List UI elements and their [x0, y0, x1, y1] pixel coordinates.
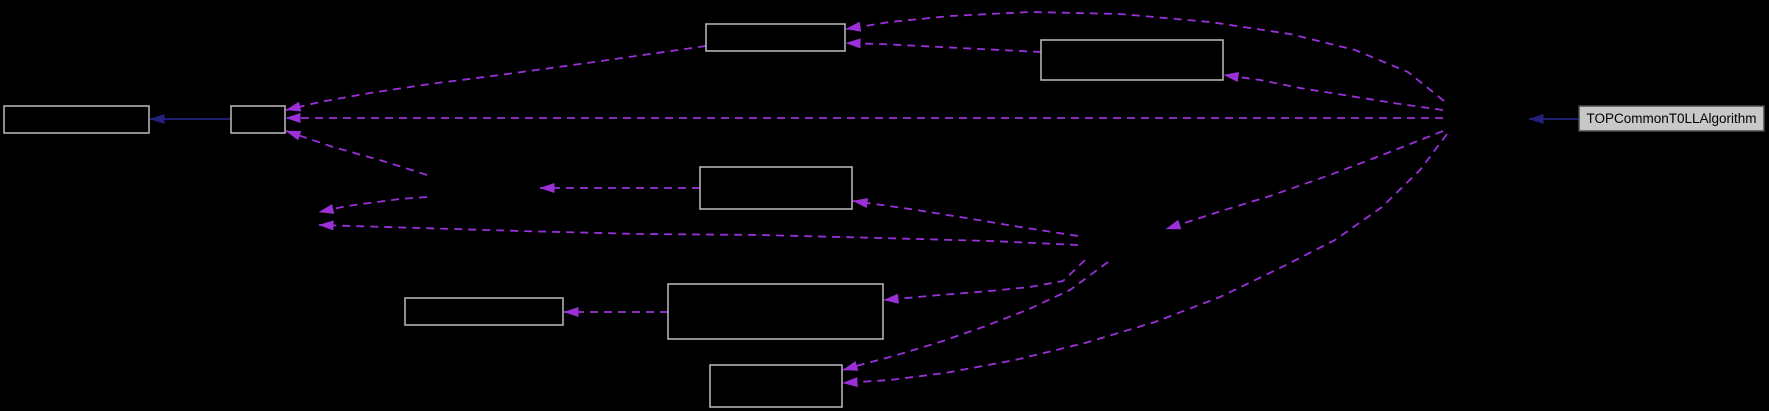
- graph-node-box-bottom[interactable]: [709, 364, 843, 408]
- edge-hub-mid-to-box-small: [285, 130, 428, 176]
- graph-node-box-box-bottom[interactable]: [709, 364, 843, 408]
- edge-upper-right-to-box-top: [845, 38, 1042, 53]
- edge-hub-center-to-lower-large: [883, 259, 1086, 304]
- edge-hub-mid-to-hub-left: [318, 196, 428, 214]
- edge-hub-center-to-hub-left: [318, 220, 1079, 246]
- edge-hub-right-to-hub-center: [1165, 130, 1444, 230]
- graph-node-box-middle[interactable]: [699, 166, 853, 210]
- edge-hub-right-to-box-top: [845, 11, 1445, 102]
- edge-hub-right-to-box-bottom: [842, 133, 1448, 388]
- graph-node-box-box-middle[interactable]: [699, 166, 853, 210]
- graph-node-box-lower-left[interactable]: [404, 297, 564, 326]
- graph-node-main-node: TOPCommonT0LLAlgorithm: [1578, 105, 1765, 132]
- graph-node-box-box-left[interactable]: [3, 105, 150, 134]
- graph-node-box-upper-right[interactable]: [1040, 39, 1224, 81]
- graph-node-label-main-node: TOPCommonT0LLAlgorithm: [1586, 111, 1756, 126]
- graph-node-box-box-top[interactable]: [705, 23, 846, 52]
- edge-box-top-to-box-small: [285, 45, 707, 112]
- graph-node-box-small[interactable]: [230, 105, 286, 134]
- graph-node-box-box-upper-right[interactable]: [1040, 39, 1224, 81]
- edge-hub-center-to-box-middle: [852, 198, 1079, 237]
- graph-node-box-box-lower-left[interactable]: [404, 297, 564, 326]
- graph-node-box-top[interactable]: [705, 23, 846, 52]
- graph-node-box-box-small[interactable]: [230, 105, 286, 134]
- graph-node-box-box-lower-large[interactable]: [667, 283, 884, 340]
- graph-node-box-main-node: [1578, 105, 1765, 132]
- edge-hub-right-to-upper-right: [1223, 72, 1444, 111]
- graph-node-box-left[interactable]: [3, 105, 150, 134]
- graph-node-box-lower-large[interactable]: [667, 283, 884, 340]
